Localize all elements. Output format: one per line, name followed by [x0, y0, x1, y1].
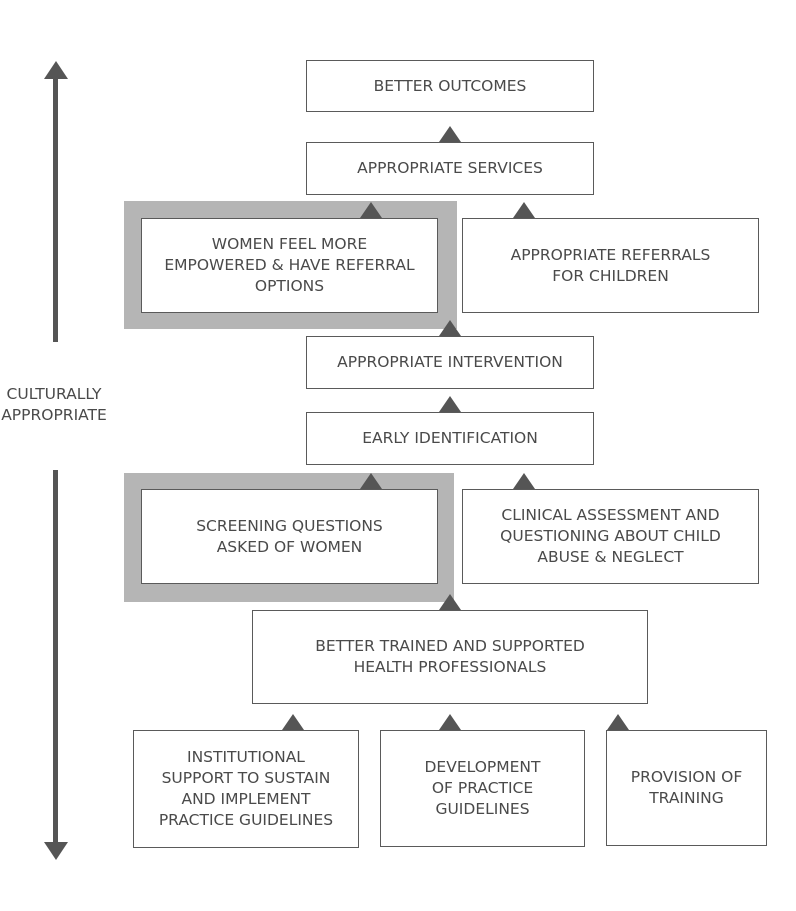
box-better-outcomes: BETTER OUTCOMES	[306, 60, 594, 112]
arrow-professionals-to-screening	[439, 594, 461, 610]
axis-arrow-shaft-upper	[53, 78, 58, 342]
box-development-guidelines: DEVELOPMENT OF PRACTICE GUIDELINES	[380, 730, 585, 847]
arrow-clinical-to-identification	[513, 473, 535, 489]
box-women-empowered: WOMEN FEEL MORE EMPOWERED & HAVE REFERRA…	[141, 218, 438, 313]
box-clinical-assessment: CLINICAL ASSESSMENT AND QUESTIONING ABOU…	[462, 489, 759, 584]
arrow-empowered-to-services	[360, 202, 382, 218]
box-early-identification: EARLY IDENTIFICATION	[306, 412, 594, 465]
arrow-intervention-to-empowered	[439, 320, 461, 336]
box-appropriate-intervention: APPROPRIATE INTERVENTION	[306, 336, 594, 389]
axis-double-arrow	[44, 61, 68, 860]
box-referrals-children: APPROPRIATE REFERRALS FOR CHILDREN	[462, 218, 759, 313]
box-screening-questions: SCREENING QUESTIONS ASKED OF WOMEN	[141, 489, 438, 584]
arrow-screening-to-identification	[360, 473, 382, 489]
box-provision-training: PROVISION OF TRAINING	[606, 730, 767, 846]
axis-arrow-head-down	[44, 842, 68, 860]
box-institutional-support: INSTITUTIONAL SUPPORT TO SUSTAIN AND IMP…	[133, 730, 359, 848]
arrow-institutional-to-professionals	[282, 714, 304, 730]
arrow-guidelines-to-professionals	[439, 714, 461, 730]
arrow-training-to-professionals	[607, 714, 629, 730]
arrow-services-to-outcomes	[439, 126, 461, 142]
axis-label: CULTURALLY APPROPRIATE	[1, 385, 107, 424]
arrow-identification-to-intervention	[439, 396, 461, 412]
box-appropriate-services: APPROPRIATE SERVICES	[306, 142, 594, 195]
box-trained-professionals: BETTER TRAINED AND SUPPORTED HEALTH PROF…	[252, 610, 648, 704]
axis-arrow-head-up	[44, 61, 68, 79]
axis-arrow-shaft-lower	[53, 470, 58, 844]
arrow-referrals-to-services	[513, 202, 535, 218]
